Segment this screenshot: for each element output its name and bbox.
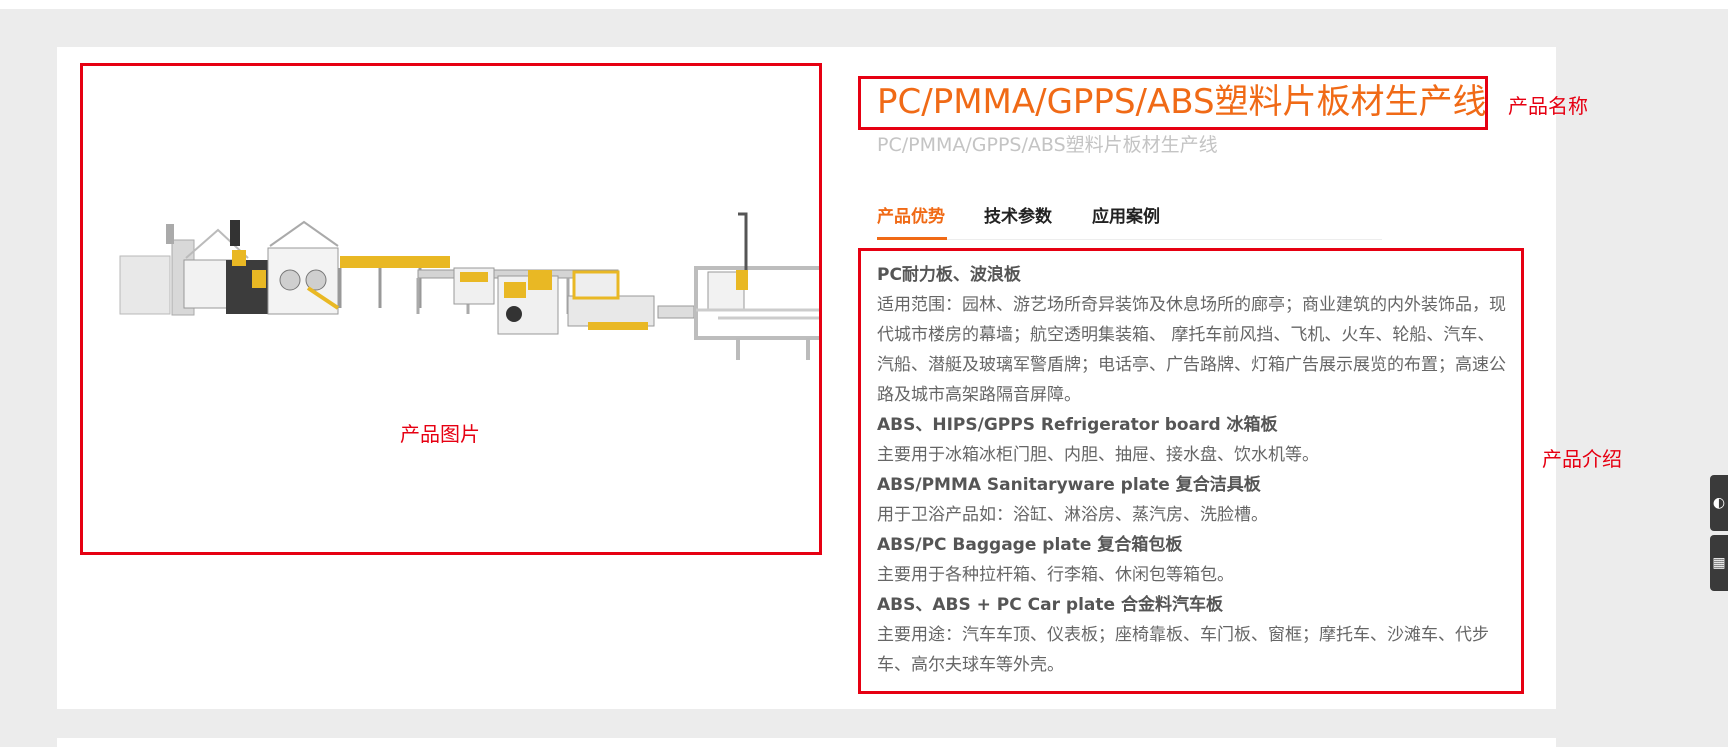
product-card bbox=[57, 47, 1556, 709]
tab-advantages[interactable]: 产品优势 bbox=[877, 207, 945, 227]
description-text: 用于卫浴产品如：浴缸、淋浴房、蒸汽房、洗脸槽。 bbox=[877, 505, 1268, 525]
product-image-label: 产品图片 bbox=[400, 422, 480, 446]
description-text: 适用范围：园林、游艺场所奇异装饰及休息场所的廊亭；商业建筑的内外装饰品，现代城市… bbox=[877, 295, 1506, 405]
product-tabs: 产品优势 技术参数 应用案例 bbox=[877, 198, 1382, 240]
description-heading: PC耐力板、波浪板 bbox=[877, 265, 1021, 285]
description-text: 主要用于冰箱冰柜门胆、内胆、抽屉、接水盘、饮水机等。 bbox=[877, 445, 1319, 465]
description-heading: ABS、ABS + PC Car plate 合金料汽车板 bbox=[877, 595, 1223, 615]
product-description: PC耐力板、波浪板 适用范围：园林、游艺场所奇异装饰及休息场所的廊亭；商业建筑的… bbox=[877, 260, 1507, 680]
next-card bbox=[57, 738, 1556, 747]
product-name-label: 产品名称 bbox=[1508, 94, 1588, 118]
description-heading: ABS/PC Baggage plate 复合箱包板 bbox=[877, 535, 1183, 555]
top-strip bbox=[0, 0, 1728, 9]
product-intro-label: 产品介绍 bbox=[1542, 447, 1622, 471]
description-text: 主要用于各种拉杆箱、行李箱、休闲包等箱包。 bbox=[877, 565, 1234, 585]
description-heading: ABS、HIPS/GPPS Refrigerator board 冰箱板 bbox=[877, 415, 1278, 435]
product-intro-annotation-box bbox=[858, 248, 1524, 694]
tab-cases[interactable]: 应用案例 bbox=[1092, 207, 1160, 227]
floating-side-button[interactable]: ▦ bbox=[1710, 535, 1728, 591]
production-line-machine-icon bbox=[119, 212, 822, 360]
active-tab-underline bbox=[877, 237, 947, 240]
product-subtitle: PC/PMMA/GPPS/ABS塑料片板材生产线 bbox=[877, 134, 1218, 156]
description-heading: ABS/PMMA Sanitaryware plate 复合洁具板 bbox=[877, 475, 1261, 495]
floating-side-button[interactable]: ◐ bbox=[1710, 475, 1728, 531]
product-image-annotation-box bbox=[80, 63, 822, 555]
tab-parameters[interactable]: 技术参数 bbox=[984, 207, 1052, 227]
description-text: 主要用途：汽车车顶、仪表板；座椅靠板、车门板、窗框；摩托车、沙滩车、代步车、高尔… bbox=[877, 625, 1489, 675]
product-name-annotation-box bbox=[858, 76, 1488, 130]
product-title: PC/PMMA/GPPS/ABS塑料片板材生产线 bbox=[877, 82, 1487, 122]
